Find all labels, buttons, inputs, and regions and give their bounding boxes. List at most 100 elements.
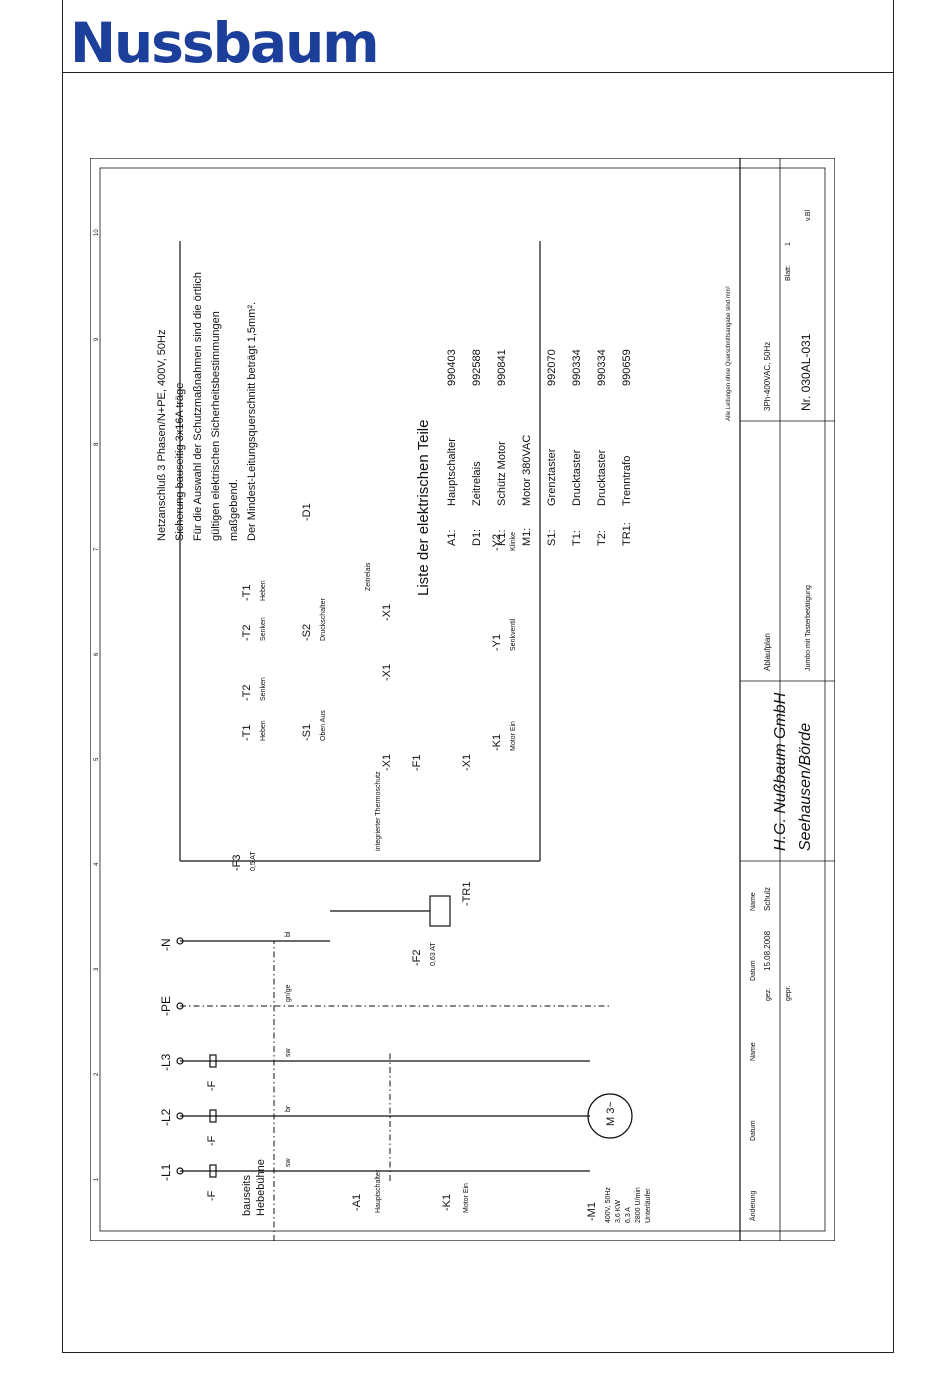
part-name: Drucktaster: [571, 449, 583, 506]
note-6: Der Mindest-Leitungsquerschnitt beträgt …: [246, 302, 258, 541]
svg-text:Name: Name: [750, 1042, 757, 1061]
grid-10: 10: [94, 229, 100, 236]
part-number: 990403: [446, 349, 458, 386]
svg-text:Jumbo mit Tasterbetätigung: Jumbo mit Tasterbetätigung: [805, 585, 812, 671]
svg-text:400V, 50Hz: 400V, 50Hz: [605, 1187, 612, 1223]
svg-text:-K1: -K1: [441, 1194, 453, 1211]
svg-text:-TR1: -TR1: [461, 882, 473, 906]
grid-5: 5: [94, 757, 100, 761]
part-name: Hauptschalter: [446, 438, 458, 506]
svg-text:Druckschalter: Druckschalter: [320, 598, 327, 641]
svg-text:gez.: gez.: [765, 988, 772, 1001]
svg-text:H.G. Nußbaum GmbH: H.G. Nußbaum GmbH: [772, 692, 789, 851]
part-code: M1:: [521, 528, 533, 546]
svg-text:-X1: -X1: [461, 754, 473, 771]
svg-text:-F3: -F3: [231, 855, 243, 872]
notes-block: Netzanschluß 3 Phasen/N+PE, 400V, 50Hz S…: [156, 272, 258, 541]
part-code: TR1:: [621, 522, 633, 546]
label-n: -N: [159, 938, 173, 951]
grid-8: 8: [94, 442, 100, 446]
grid-2: 2: [94, 1072, 100, 1076]
svg-text:Klinke: Klinke: [510, 532, 517, 551]
grid-1: 1: [94, 1177, 100, 1181]
svg-text:Senken: Senken: [260, 617, 267, 641]
part-number: 992588: [471, 349, 483, 386]
svg-text:-S2: -S2: [301, 624, 313, 641]
svg-text:gepr.: gepr.: [785, 985, 792, 1001]
svg-text:-T1: -T1: [241, 725, 253, 742]
grid-7: 7: [94, 547, 100, 551]
svg-text:2800 U/min: 2800 U/min: [635, 1187, 642, 1223]
svg-text:M 3~: M 3~: [605, 1101, 617, 1126]
grid-9: 9: [94, 337, 100, 341]
svg-text:-T2: -T2: [241, 685, 253, 702]
part-number: 990334: [571, 349, 583, 386]
parts-title: Liste der elektrischen Teile: [415, 420, 432, 596]
svg-text:bl: bl: [285, 931, 292, 937]
label-pe: -PE: [159, 996, 173, 1016]
svg-text:Senkventil: Senkventil: [510, 618, 517, 651]
svg-text:Oben Aus: Oben Aus: [320, 710, 327, 741]
note-5: maßgebend.: [228, 479, 240, 541]
label-f3: -F: [206, 1080, 218, 1091]
svg-text:Änderung: Änderung: [749, 1191, 757, 1221]
svg-text:3,6 KW: 3,6 KW: [615, 1200, 622, 1223]
svg-text:Hauptschalter: Hauptschalter: [375, 1169, 382, 1213]
part-number: 990841: [496, 349, 508, 386]
part-code: K1:: [496, 529, 508, 546]
svg-text:3Ph-400VAC, 50Hz: 3Ph-400VAC, 50Hz: [763, 342, 772, 411]
main-switch-a1: -A1 Hauptschalter: [351, 1051, 420, 1213]
svg-text:Schulz: Schulz: [763, 887, 772, 911]
svg-text:Motor Ein: Motor Ein: [510, 721, 517, 751]
svg-text:Blatt:: Blatt:: [785, 265, 792, 281]
svg-text:Senken: Senken: [260, 677, 267, 701]
svg-text:-S1: -S1: [301, 724, 313, 741]
svg-text:-D1: -D1: [301, 503, 313, 521]
svg-text:Datum: Datum: [750, 960, 757, 981]
svg-text:-F1: -F1: [411, 755, 423, 772]
part-name: Motor 380VAC: [521, 435, 533, 506]
svg-text:15.08.2008: 15.08.2008: [763, 930, 772, 971]
svg-text:integrierter Thermoschutz: integrierter Thermoschutz: [375, 771, 382, 851]
svg-text:Name: Name: [750, 892, 757, 911]
header-divider: [62, 72, 893, 73]
grid-numbers: 1 2 3 4 5 6 7 8 9 10: [94, 229, 100, 1181]
note-4: gültigen elektrischen Sicherheitsbestimm…: [210, 311, 222, 541]
svg-text:-T2: -T2: [241, 625, 253, 642]
svg-text:sw: sw: [285, 1158, 292, 1168]
svg-text:Unterläufer: Unterläufer: [645, 1188, 652, 1223]
svg-text:sw: sw: [285, 1048, 292, 1058]
part-code: S1:: [546, 529, 558, 546]
transformer-tr1: -F2 0,63 AT -TR1 -F3 0,5 AT: [231, 851, 473, 966]
bauseits-label: bauseits: [241, 1175, 253, 1216]
part-name: Schütz Motor: [496, 441, 508, 506]
hebebuehne-label: Hebebühne: [255, 1159, 267, 1216]
svg-text:gn/ge: gn/ge: [285, 984, 292, 1002]
svg-text:Zeitrelais: Zeitrelais: [365, 562, 372, 591]
grid-3: 3: [94, 967, 100, 971]
svg-text:1: 1: [785, 242, 792, 246]
label-l3: -L3: [159, 1053, 173, 1071]
part-number: 990334: [596, 349, 608, 386]
wiring-diagram: 1 2 3 4 5 6 7 8 9 10 Netzanschluß 3 Phas…: [90, 158, 835, 1241]
svg-text:-Y1: -Y1: [491, 634, 503, 651]
part-code: D1:: [471, 529, 483, 546]
svg-text:-X1: -X1: [381, 754, 393, 771]
part-number: 992070: [546, 349, 558, 386]
contactor-k1: -K1 Motor Ein: [420, 1060, 590, 1213]
svg-text:Seehausen/Börde: Seehausen/Börde: [797, 723, 814, 851]
svg-text:6,3 A: 6,3 A: [625, 1207, 632, 1223]
drawing-inner-border: [99, 167, 826, 1232]
logo-text: Nussbaum: [70, 11, 378, 70]
svg-text:-M1: -M1: [586, 1202, 598, 1221]
label-f2: -F: [206, 1135, 218, 1146]
motor-m1: M 3~ -M1 400V, 50Hz 3,6 KW 6,3 A 2800 U/…: [586, 1093, 652, 1223]
svg-text:-Y2: -Y2: [491, 534, 503, 551]
svg-text:Ablaufplan: Ablaufplan: [763, 633, 772, 671]
svg-text:-X1: -X1: [381, 664, 393, 681]
parts-list: Liste der elektrischen Teile A1: Hauptsc…: [415, 349, 633, 596]
note-1: Netzanschluß 3 Phasen/N+PE, 400V, 50Hz: [156, 330, 168, 541]
grid-6: 6: [94, 652, 100, 656]
svg-text:-T1: -T1: [241, 585, 253, 602]
part-name: Zeitrelais: [471, 461, 483, 506]
